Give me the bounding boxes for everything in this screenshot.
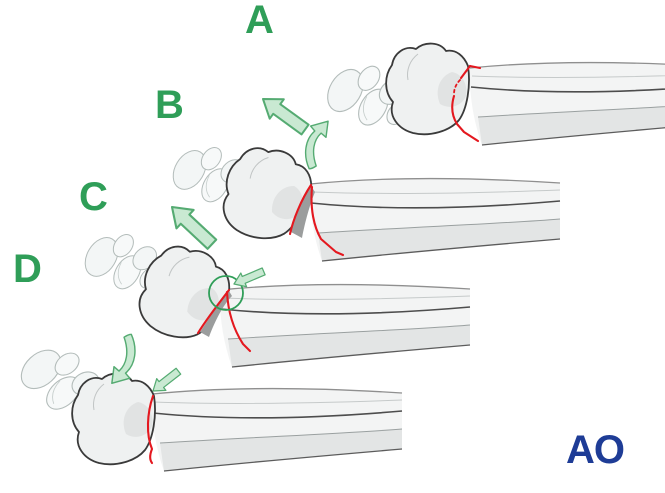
distal-fragment bbox=[210, 135, 321, 252]
stage-d-bones bbox=[9, 329, 403, 472]
fracture-line bbox=[225, 290, 252, 353]
fracture-gap bbox=[291, 186, 315, 238]
fracture-line bbox=[310, 185, 345, 257]
stage-label-d: D bbox=[13, 247, 42, 291]
stage-label-c: C bbox=[79, 175, 108, 219]
stage-b-bones bbox=[156, 110, 561, 262]
radius-shaft bbox=[309, 177, 561, 262]
stage-label-a: A bbox=[245, 0, 274, 42]
fracture-line bbox=[459, 64, 472, 80]
fracture-gap bbox=[200, 291, 232, 337]
distal-fragment bbox=[71, 372, 156, 466]
displacement-arrow-up-left-icon bbox=[162, 196, 222, 255]
stage-a-bones bbox=[309, 25, 665, 175]
stage-label-b: B bbox=[155, 83, 184, 127]
dorsal-cortex-circle-annotation bbox=[208, 275, 244, 311]
curved-reduction-arrow-down-left-icon bbox=[111, 333, 136, 384]
displacement-arrow-up-left-icon bbox=[254, 88, 314, 141]
distal-fragment bbox=[385, 42, 470, 136]
radius-shaft bbox=[469, 61, 665, 146]
fracture-line bbox=[451, 94, 480, 143]
radius-shaft bbox=[151, 387, 403, 472]
fracture-line bbox=[288, 183, 313, 236]
radius-shaft bbox=[219, 283, 471, 368]
ao-logo: AO bbox=[566, 428, 624, 472]
fracture-line bbox=[146, 394, 155, 465]
curved-displacement-arrow-up-icon bbox=[304, 120, 329, 170]
stage-c-bones bbox=[68, 197, 471, 368]
fracture-line bbox=[468, 64, 482, 70]
fracture-line-dotted bbox=[453, 79, 461, 95]
